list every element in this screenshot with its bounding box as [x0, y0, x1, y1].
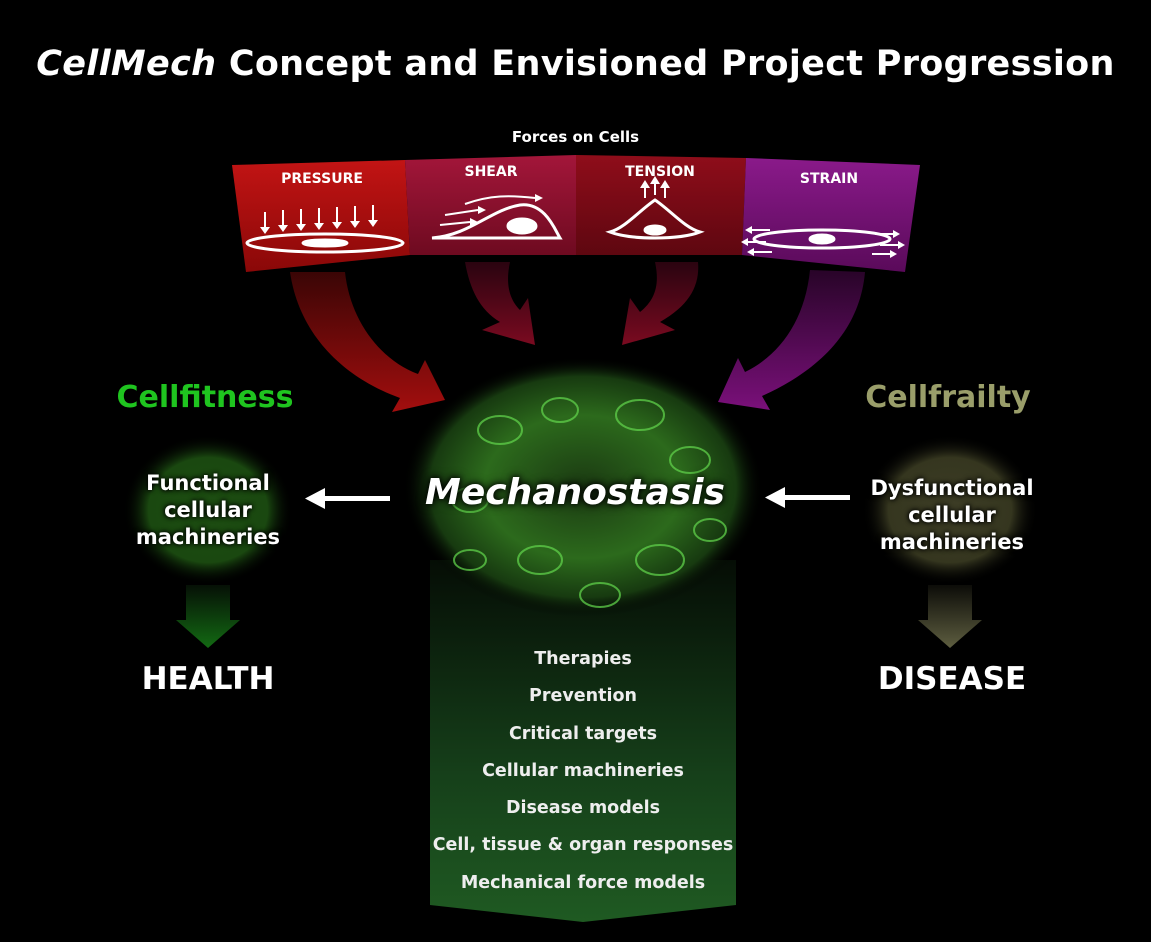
- shear-arrow: [465, 262, 535, 345]
- progression-list: Therapies Prevention Critical targets Ce…: [430, 645, 736, 906]
- pressure-panel: [232, 160, 410, 272]
- center-column: [430, 560, 736, 922]
- cellfrailty-heading: Cellfrailty: [865, 380, 1031, 415]
- page-title: CellMech Concept and Envisioned Project …: [36, 44, 1115, 84]
- pressure-arrow: [290, 272, 445, 412]
- strain-arrow: [718, 270, 865, 410]
- shear-cell-icon: [431, 194, 563, 240]
- tension-cell-icon: [605, 176, 705, 240]
- cellfrailty-cell-image: [862, 435, 1038, 585]
- pressure-cell-icon: [245, 205, 405, 254]
- cell-texture-center: [451, 397, 727, 608]
- list-item: Disease models: [505, 798, 661, 819]
- list-item: Cell, tissue & organ responses: [432, 835, 734, 856]
- list-item: Therapies: [534, 649, 632, 669]
- disease-down-arrow: [918, 585, 982, 648]
- strain-cell-icon: [741, 226, 905, 258]
- cellfitness-cell-image: [123, 435, 293, 585]
- shear-label: SHEAR: [464, 164, 518, 180]
- list-item: Mechanical force models: [460, 872, 706, 893]
- health-label: HEALTH: [141, 661, 275, 697]
- cellfitness-heading: Cellfitness: [116, 380, 294, 415]
- right-arrow: [765, 487, 850, 508]
- left-arrow: [305, 488, 390, 509]
- disease-label: DISEASE: [877, 661, 1027, 697]
- list-item: Cellular machineries: [482, 760, 684, 781]
- pressure-label: PRESSURE: [281, 171, 363, 187]
- health-down-arrow: [176, 585, 240, 648]
- list-item: Critical targets: [508, 723, 658, 744]
- strain-label: STRAIN: [799, 171, 859, 187]
- mechanostasis-cell-image: [403, 357, 763, 617]
- list-item: Prevention: [529, 686, 637, 707]
- mechanostasis-label: Mechanostasis: [425, 472, 725, 513]
- tension-label: TENSION: [625, 164, 695, 180]
- tension-arrow: [622, 262, 699, 345]
- forces-on-cells-label: Forces on Cells: [511, 128, 640, 146]
